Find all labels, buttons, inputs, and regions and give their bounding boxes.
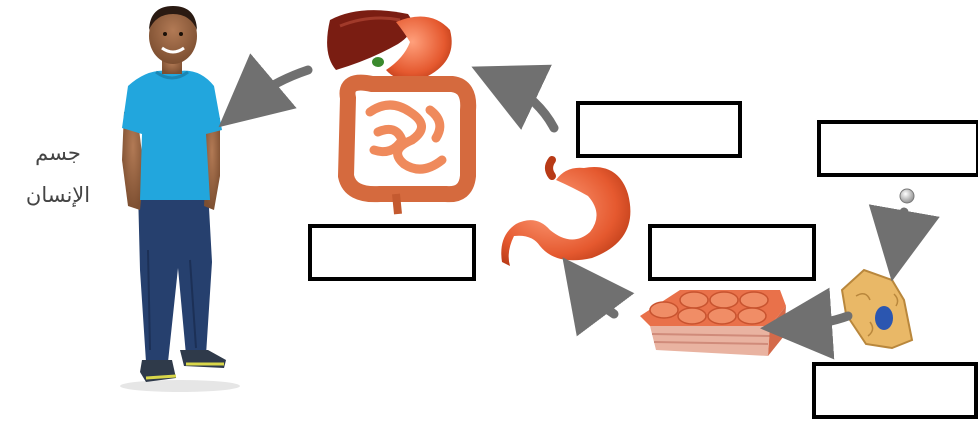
digestive-system-icon [327,10,468,214]
human-body-label-line1: جسم [8,132,108,174]
arrow-molecule-to-cell [898,212,904,246]
answer-box-cell-level-label[interactable] [812,362,978,419]
tissue-block-icon [640,290,786,356]
stomach-icon [501,160,630,266]
answer-box-cell-label[interactable] [817,120,978,177]
answer-box-system-label[interactable] [308,224,476,281]
answer-box-tissue-label[interactable] [648,224,816,281]
human-body-label-line2: الإنسان [8,174,108,216]
answer-box-organ-system-label[interactable] [576,101,742,158]
arrow-organ-to-system [504,82,554,128]
arrow-cell-to-tissue [796,316,848,326]
boy-figure [120,6,240,392]
cell-icon [842,270,912,348]
arrow-tissue-to-organ [584,286,614,314]
molecule-icon [900,189,914,203]
arrow-system-to-body [246,70,308,104]
human-body-label: جسم الإنسان [8,132,108,216]
